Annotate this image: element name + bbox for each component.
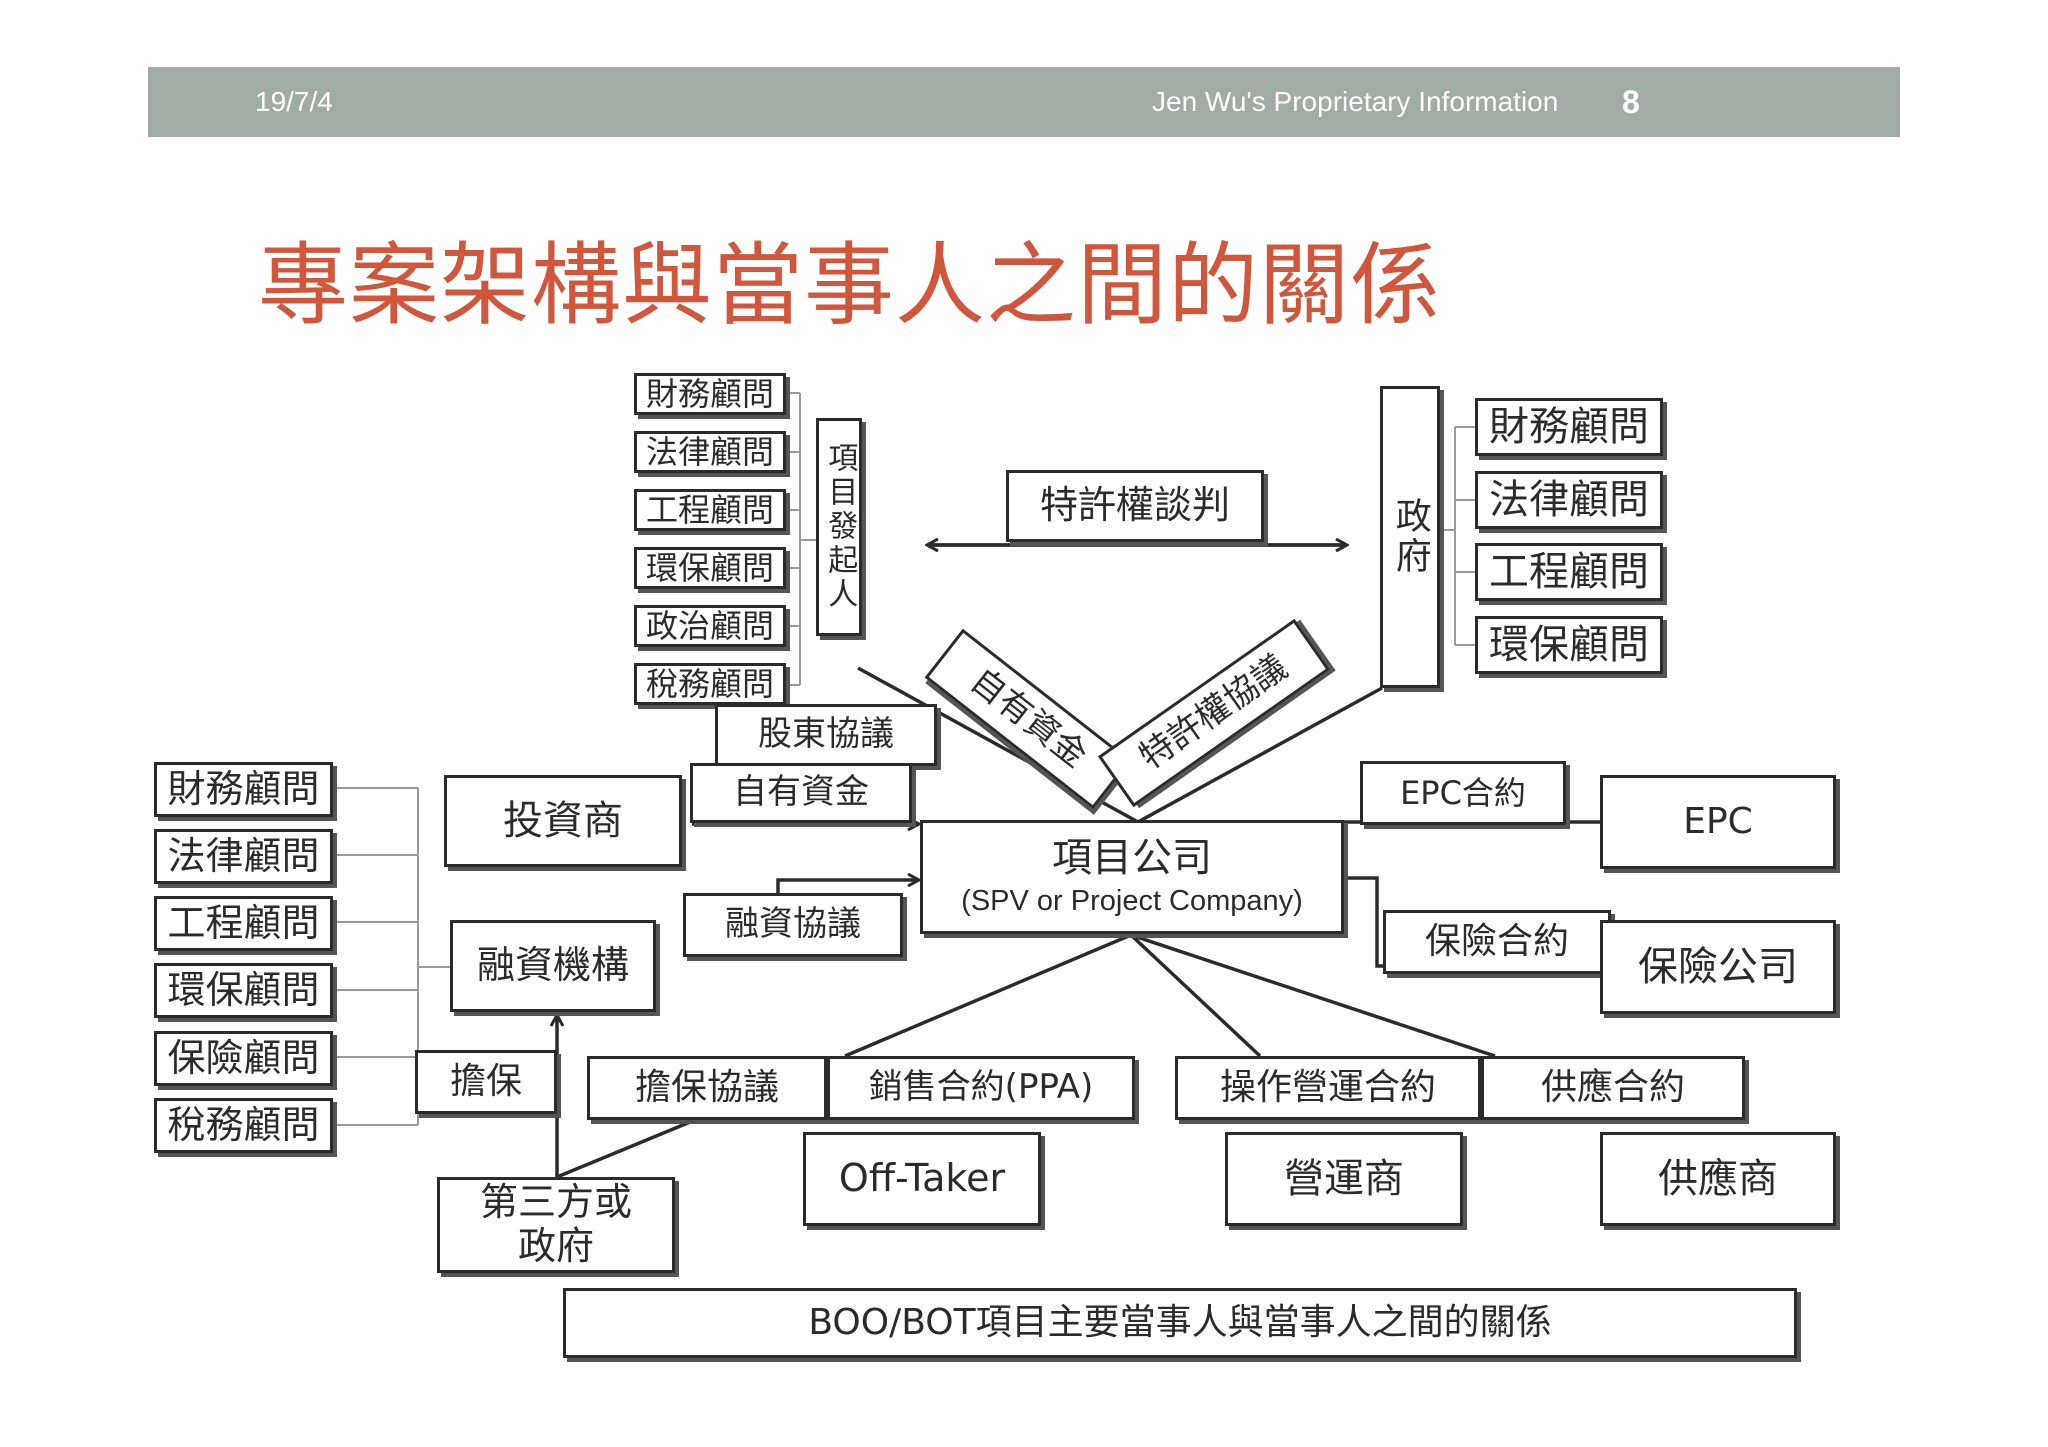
third-party-or-government: 第三方或 政府 — [437, 1177, 675, 1273]
lender: 融資機構 — [450, 920, 656, 1012]
government: 政府 — [1380, 386, 1440, 688]
third-party-line2: 政府 — [517, 1224, 594, 1268]
sponsor-advisor-legal: 法律顧問 — [634, 431, 786, 473]
epc-contract: EPC合約 — [1360, 761, 1566, 825]
financing-agreement: 融資協議 — [683, 893, 903, 957]
header-bar — [148, 67, 1900, 137]
page-number: 8 — [1622, 84, 1640, 120]
slide-title: 專案架構與當事人之間的關係 — [258, 233, 1441, 338]
third-party-line1: 第三方或 — [479, 1180, 632, 1225]
om-contract: 操作營運合約 — [1175, 1056, 1481, 1120]
project-company-label: 項目公司 — [1052, 835, 1212, 882]
supplier: 供應商 — [1600, 1132, 1836, 1226]
gov-advisor-engineering: 工程顧問 — [1475, 543, 1663, 601]
lender-advisor-environmental: 環保顧問 — [154, 963, 333, 1018]
diagram-caption: BOO/BOT項目主要當事人與當事人之間的關係 — [563, 1288, 1797, 1358]
project-company: 項目公司 (SPV or Project Company) — [920, 820, 1344, 934]
shareholders-agreement: 股東協議 — [715, 704, 937, 766]
insurer: 保險公司 — [1600, 920, 1836, 1014]
header-date: 19/7/4 — [255, 86, 333, 117]
insurance-contract: 保險合約 — [1383, 910, 1611, 974]
ppa-contract: 銷售合約(PPA) — [827, 1056, 1135, 1120]
lender-advisor-tax: 稅務顧問 — [154, 1098, 333, 1153]
project-sponsor: 項目發起人 — [816, 418, 862, 636]
project-company-sub: (SPV or Project Company) — [961, 885, 1303, 918]
sponsor-advisor-political: 政治顧問 — [634, 605, 786, 647]
sponsor-advisor-finance: 財務顧問 — [634, 373, 786, 415]
guarantee-agreement: 擔保協議 — [587, 1056, 827, 1120]
sponsor-advisor-engineering: 工程顧問 — [634, 489, 786, 531]
lender-advisor-finance: 財務顧問 — [154, 762, 333, 817]
investor: 投資商 — [444, 775, 682, 867]
header-info: Jen Wu's Proprietary Information — [1152, 86, 1559, 117]
concession-negotiation: 特許權談判 — [1006, 470, 1264, 542]
lender-advisor-engineering: 工程顧問 — [154, 896, 333, 951]
gov-advisor-legal: 法律顧問 — [1475, 471, 1663, 529]
gov-advisor-finance: 財務顧問 — [1475, 398, 1663, 456]
epc: EPC — [1600, 775, 1836, 869]
supply-contract: 供應合約 — [1481, 1056, 1745, 1120]
sponsor-advisor-environmental: 環保顧問 — [634, 547, 786, 589]
offtaker: Off-Taker — [803, 1132, 1041, 1226]
investor-own-funds: 自有資金 — [690, 763, 912, 823]
lender-advisor-legal: 法律顧問 — [154, 829, 333, 884]
guarantee: 擔保 — [415, 1050, 557, 1114]
sponsor-advisor-tax: 稅務顧問 — [634, 663, 786, 705]
lender-advisor-insurance: 保險顧問 — [154, 1031, 333, 1086]
gov-advisor-environmental: 環保顧問 — [1475, 616, 1663, 674]
operator: 營運商 — [1225, 1132, 1463, 1226]
